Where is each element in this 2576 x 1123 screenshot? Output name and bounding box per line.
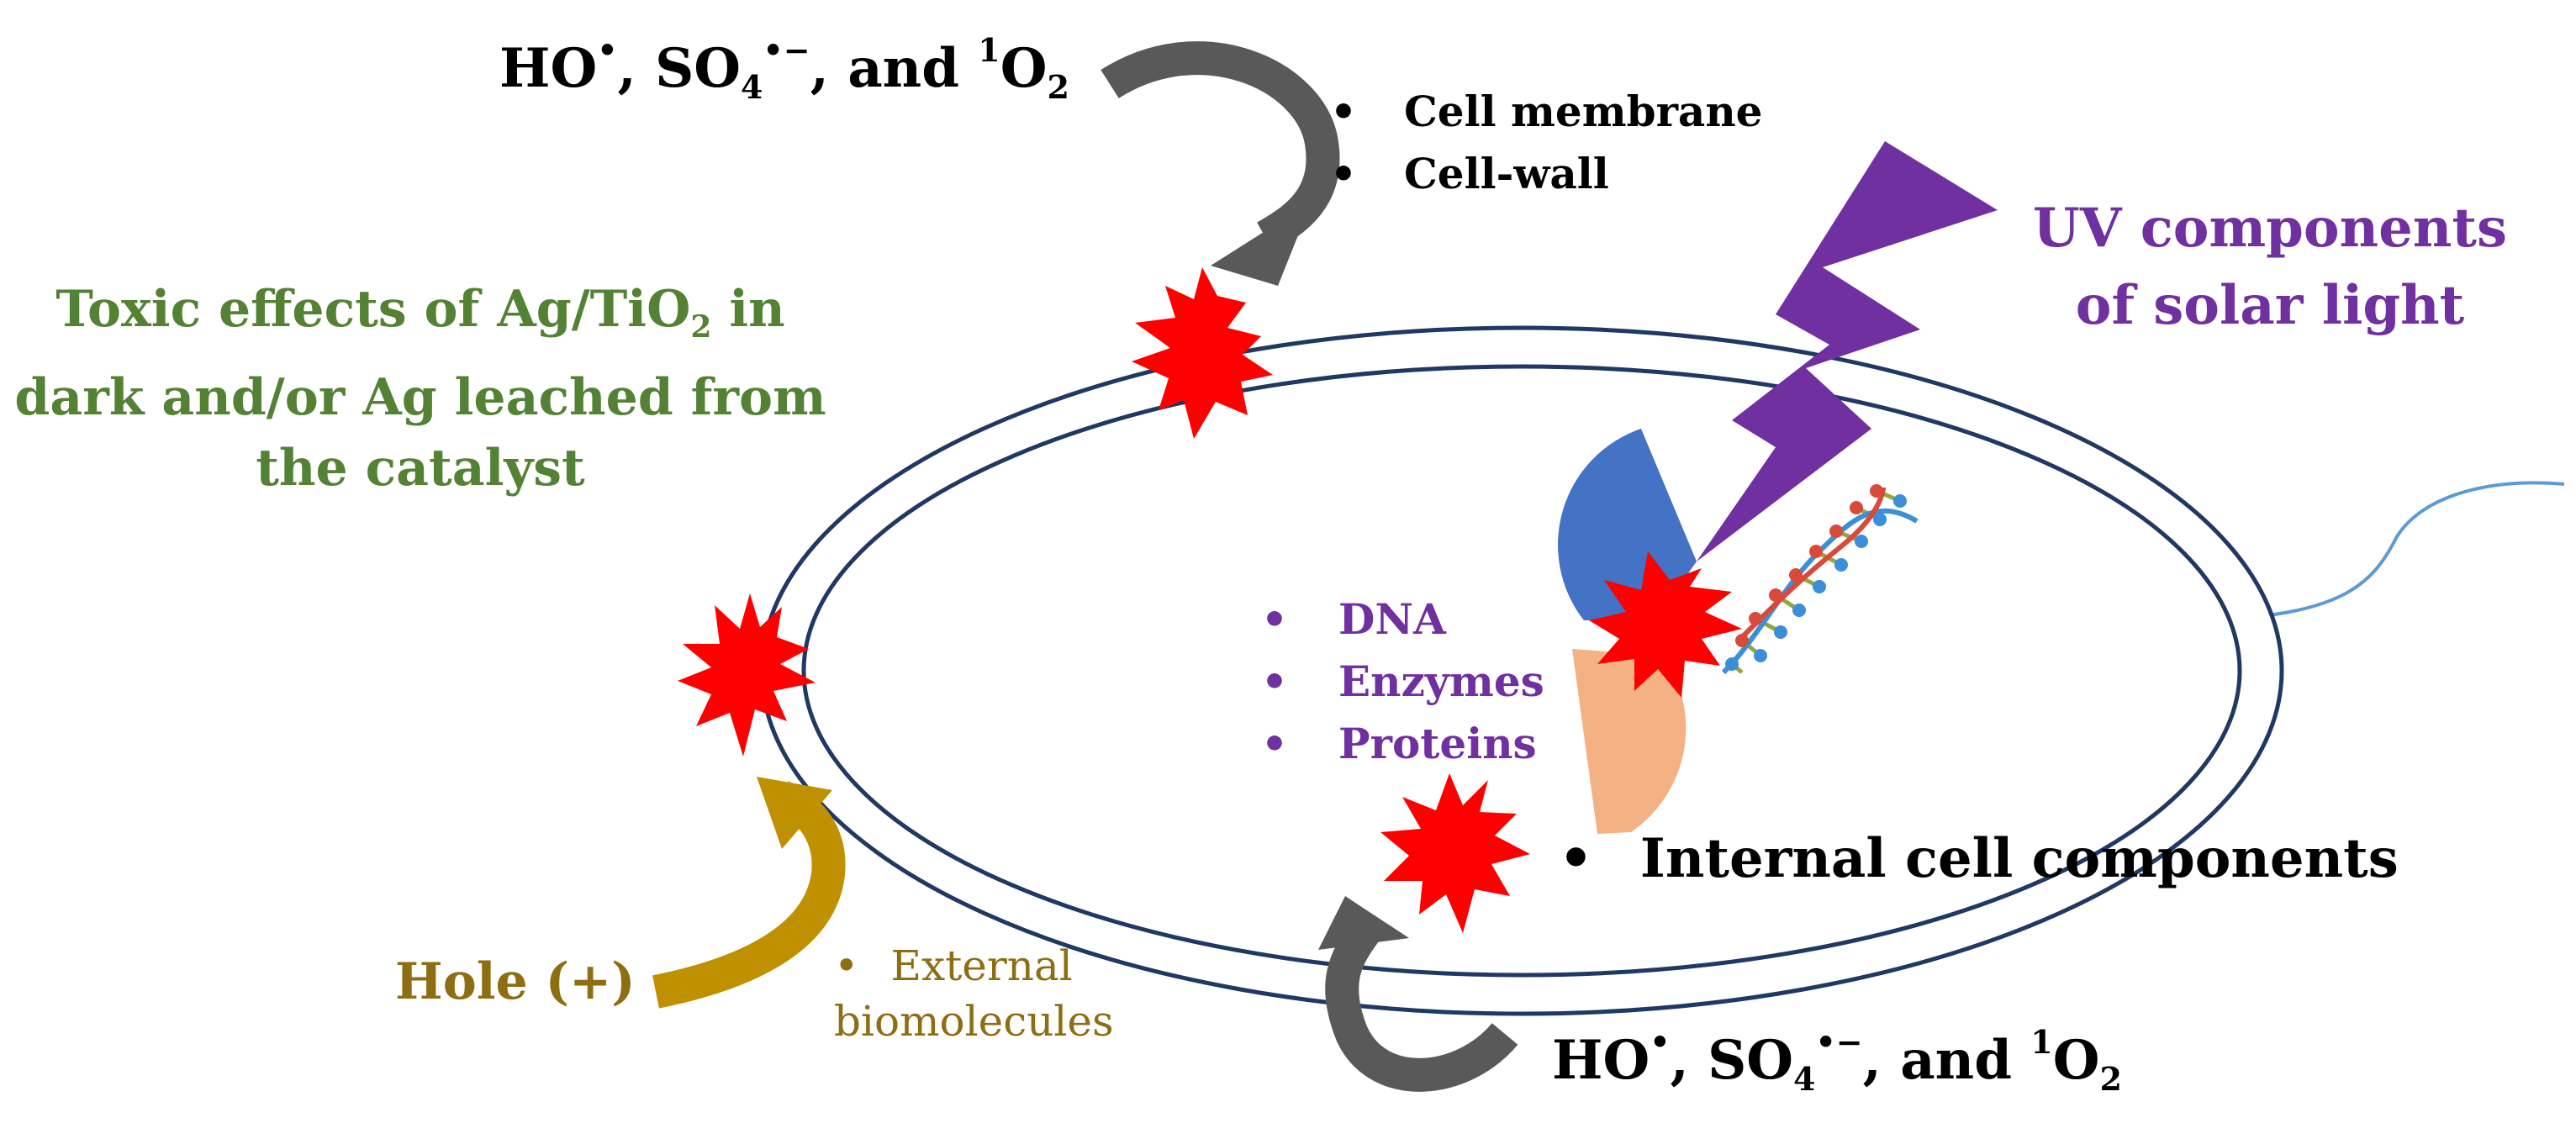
damage-star-left — [678, 593, 816, 757]
membrane-targets-list: • Cell membrane • Cell-wall — [1330, 81, 1763, 205]
internal-components-text: Internal cell components — [1639, 827, 2399, 890]
so-text: , SO — [1670, 1029, 1794, 1092]
damage-star-top — [1132, 267, 1273, 439]
list-item: • Cell-wall — [1330, 143, 1763, 205]
uv-label-line1: UV components — [2033, 197, 2507, 260]
dna-helix — [1721, 484, 1919, 675]
bullet: • — [1261, 656, 1288, 706]
subscript-2: 2 — [1047, 67, 1069, 106]
radical-dot: • — [597, 31, 618, 69]
bullet: • — [1330, 149, 1357, 198]
internal-components-label: • Internal cell components — [1559, 825, 2399, 893]
top-radical-arrow — [1101, 41, 1340, 286]
radical-dot: • — [1650, 1023, 1671, 1061]
dna-label: DNA — [1338, 594, 1446, 644]
cell-wall-label: Cell-wall — [1404, 149, 1609, 198]
bullet: • — [1261, 594, 1288, 644]
damage-star-internal — [1589, 551, 1742, 698]
toxic-effects-label: Toxic effects of Ag/TiO2 in dark and/or … — [0, 274, 841, 504]
flagellum — [2212, 481, 2565, 622]
toxic-effects-line3: the catalyst — [256, 439, 585, 498]
hole-label: Hole (+) — [395, 952, 636, 1011]
bullet: • — [1559, 827, 1593, 890]
proteins-label: Proteins — [1338, 719, 1537, 768]
external-biomolecules-line1: •External — [834, 941, 1073, 990]
list-item: • Proteins — [1261, 713, 1544, 775]
cell-membrane-label: Cell membrane — [1404, 87, 1763, 136]
and-text: , and — [1862, 1029, 2031, 1092]
subscript-4: 4 — [1793, 1059, 1816, 1098]
radical-anion-superscript: •− — [1815, 1023, 1863, 1061]
toxic-effects-line2: dark and/or Ag leached from — [14, 368, 826, 427]
bullet: • — [1330, 87, 1357, 136]
enzymes-label: Enzymes — [1338, 656, 1544, 706]
oxygen-text: O — [2052, 1029, 2100, 1092]
list-item: • DNA — [1261, 588, 1544, 651]
subscript-2: 2 — [690, 309, 712, 345]
bottom-radical-species-label: HO•, SO4•−, and 1O2 — [1552, 1009, 2122, 1113]
uv-label: UV components of solar light — [2009, 190, 2531, 345]
list-item: • Enzymes — [1261, 651, 1544, 713]
ho-text: HO — [1552, 1029, 1650, 1092]
so-text: , SO — [617, 37, 742, 100]
external-biomolecules-label: •External biomolecules — [834, 938, 1114, 1049]
and-text: , and — [810, 37, 979, 100]
damage-star-bottom — [1380, 773, 1530, 933]
ho-text: HO — [499, 37, 598, 100]
subscript-2: 2 — [2099, 1059, 2122, 1098]
subscript-4: 4 — [741, 67, 763, 106]
protein-shape — [1572, 649, 1687, 834]
toxic-effects-line1: Toxic effects of Ag/TiO2 in — [55, 280, 785, 345]
uv-lightning-bolt — [1697, 141, 1998, 562]
bullet: • — [1261, 719, 1288, 768]
radical-anion-superscript: •− — [763, 31, 810, 69]
external-biomolecules-line2: biomolecules — [834, 997, 1114, 1046]
list-item: • Cell membrane — [1330, 81, 1763, 143]
uv-label-line2: of solar light — [2075, 274, 2465, 337]
superscript-1: 1 — [2030, 1023, 2053, 1061]
superscript-1: 1 — [978, 31, 1000, 69]
bottom-radical-arrow — [1318, 896, 1518, 1092]
bullet: • — [834, 941, 859, 990]
top-radical-species-label: HO•, SO4•−, and 1O2 — [499, 17, 1069, 121]
oxygen-text: O — [1000, 37, 1048, 100]
internal-targets-list: • DNA • Enzymes • Proteins — [1261, 588, 1544, 775]
hole-arrow — [652, 777, 846, 1009]
